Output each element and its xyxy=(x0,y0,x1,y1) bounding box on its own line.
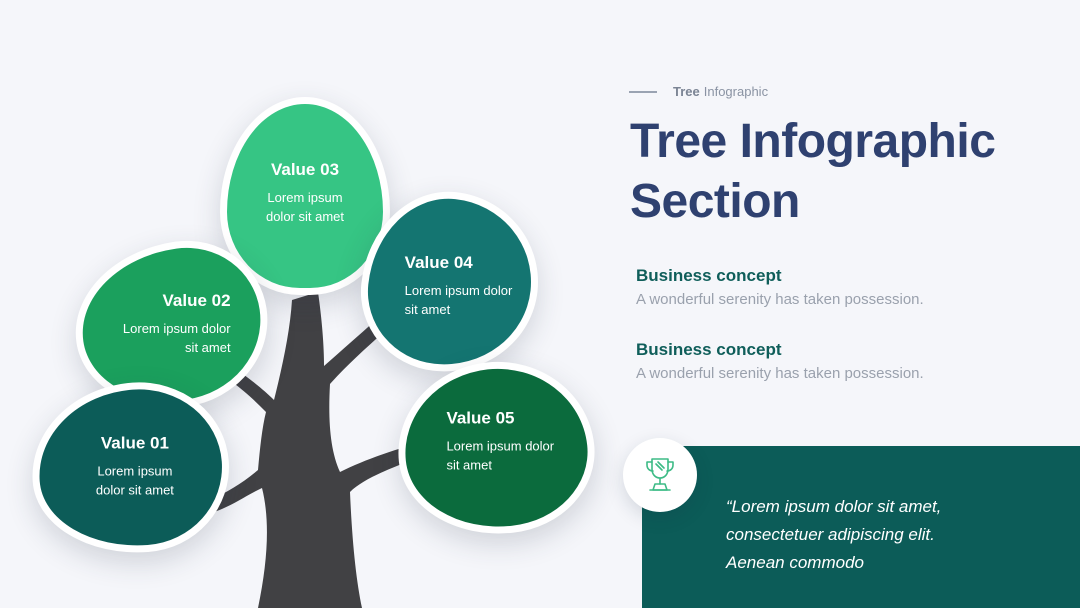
leaf-value-01-desc: Lorem ipsum dolor sit amet xyxy=(45,462,225,500)
business-concept-1-desc: A wonderful serenity has taken possessio… xyxy=(636,291,924,308)
business-concept-1: Business concept A wonderful serenity ha… xyxy=(636,266,1056,309)
business-concept-2: Business concept A wonderful serenity ha… xyxy=(636,340,1056,383)
leaf-value-04-desc-line2: sit amet xyxy=(404,302,451,318)
business-concept-2-desc: A wonderful serenity has taken possessio… xyxy=(636,365,924,382)
quote-panel xyxy=(642,446,1080,608)
leaf-value-01-desc-line1: Lorem ipsum xyxy=(97,463,173,479)
trophy-badge xyxy=(623,438,697,512)
leaf-value-01-label: Value 01 xyxy=(100,433,169,453)
leaf-value-02-desc: Lorem ipsum dolor sit amet xyxy=(71,319,231,357)
business-concept-2-title: Business concept xyxy=(636,340,782,359)
trophy-icon xyxy=(646,458,674,491)
eyebrow-divider xyxy=(629,90,657,93)
leaf-value-02-desc-line1: Lorem ipsum dolor xyxy=(122,320,231,336)
leaf-value-05-desc: Lorem ipsum dolor sit amet xyxy=(446,436,596,474)
leaf-value-05-label: Value 05 xyxy=(446,408,515,428)
leaf-value-03-desc: Lorem ipsum dolor sit amet xyxy=(227,188,383,226)
leaf-value-03: Value 03 Lorem ipsum dolor sit amet xyxy=(220,97,390,295)
quote-line3: Aenean commodo xyxy=(726,553,864,572)
eyebrow-strong: Tree xyxy=(673,84,700,99)
page-title: Tree Infographic Section xyxy=(630,112,1070,232)
leaf-value-04-desc: Lorem ipsum dolor sit amet xyxy=(405,281,535,319)
leaf-value-05-desc-line1: Lorem ipsum dolor xyxy=(446,438,555,454)
leaf-value-04-label: Value 04 xyxy=(404,253,473,273)
page-title-line2: Section xyxy=(630,175,800,228)
leaf-value-03-label: Value 03 xyxy=(270,160,340,179)
eyebrow-label: Tree Infographic xyxy=(629,84,768,99)
business-concept-1-title: Business concept xyxy=(636,266,782,285)
leaf-value-02-label: Value 02 xyxy=(162,290,231,310)
quote-line1: “Lorem ipsum dolor sit amet, xyxy=(726,497,942,516)
leaf-value-03-desc-line1: Lorem ipsum xyxy=(267,190,343,205)
leaf-value-03-desc-line2: dolor sit amet xyxy=(265,209,345,224)
eyebrow-rest: Infographic xyxy=(703,84,769,99)
quote-line2: consectetuer adipiscing elit. xyxy=(726,525,935,544)
leaf-value-05-desc-line2: sit amet xyxy=(446,457,492,473)
page-title-line1: Tree Infographic xyxy=(630,115,996,168)
quote-text: “Lorem ipsum dolor sit amet, consectetue… xyxy=(726,493,1066,577)
leaf-value-04-desc-line1: Lorem ipsum dolor xyxy=(404,283,513,299)
leaf-value-02-desc-line2: sit amet xyxy=(185,339,231,355)
leaf-value-01-desc-line2: dolor sit amet xyxy=(95,482,174,498)
